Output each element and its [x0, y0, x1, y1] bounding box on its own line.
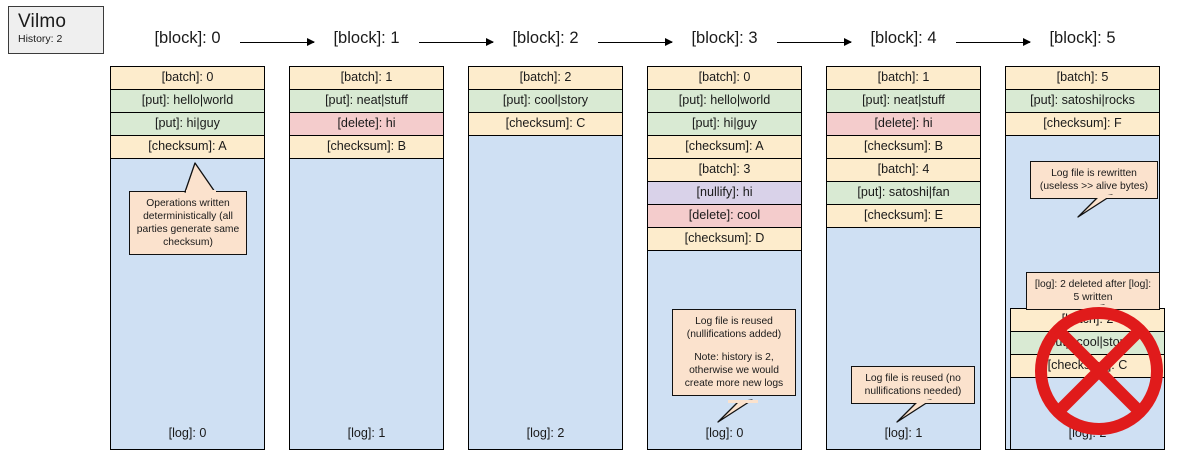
callout-block0: Operations written deterministically (al…	[129, 191, 247, 255]
callout-block4-line1: Log file is reused (no nullifications ne…	[864, 373, 962, 397]
callout-block3-line1: Log file is reused (nullifications added…	[686, 316, 782, 340]
block-header-2: [block]: 2	[512, 29, 579, 47]
block-3-row-6: [delete]: cool	[648, 205, 801, 228]
callout-block5-tail	[1077, 194, 1118, 218]
callout-deleted-tail	[1067, 304, 1112, 328]
deleted-row-1: [put]: cool|story	[1011, 332, 1164, 355]
block-3-row-7: [checksum]: D	[648, 228, 801, 251]
deleted-log-label: [log]: 2	[1068, 426, 1107, 440]
block-5-row-1: [put]: satoshi|rocks	[1006, 90, 1159, 113]
block-2-log-area: [log]: 2	[469, 136, 622, 448]
block-header-3: [block]: 3	[691, 29, 758, 47]
block-4-row-1: [put]: neat|stuff	[827, 90, 980, 113]
block-0-row-3: [checksum]: A	[111, 136, 264, 159]
block-header-0: [block]: 0	[154, 29, 221, 47]
block-0-row-2: [put]: hi|guy	[111, 113, 264, 136]
block-4-row-3: [checksum]: B	[827, 136, 980, 159]
deleted-row-2: [checksum]: C	[1011, 355, 1164, 378]
block-column-0: [batch]: 0[put]: hello|world[put]: hi|gu…	[110, 66, 265, 450]
block-3-row-1: [put]: hello|world	[648, 90, 801, 113]
block-5-row-0: [batch]: 5	[1006, 67, 1159, 90]
block-2-row-2: [checksum]: C	[469, 113, 622, 136]
callout-block0-line1: Operations written deterministically (al…	[136, 198, 240, 248]
callout-block3: Log file is reused (nullifications added…	[672, 309, 796, 396]
block-1-log-label: [log]: 1	[347, 426, 386, 440]
block-4-row-4: [batch]: 4	[827, 159, 980, 182]
callout-block0-tail	[184, 162, 216, 195]
callout-block4: Log file is reused (no nullifications ne…	[851, 366, 975, 404]
app-history-label: History: 2	[18, 33, 63, 45]
block-1-log-area: [log]: 1	[290, 159, 443, 448]
callout-block3-line2: Note: history is 2, otherwise we would c…	[684, 352, 784, 389]
block-2-log-label: [log]: 2	[526, 426, 565, 440]
block-3-row-5: [nullify]: hi	[648, 182, 801, 205]
block-4-log-area: [log]: 1	[827, 228, 980, 448]
block-1-row-1: [put]: neat|stuff	[290, 90, 443, 113]
block-4-log-label: [log]: 1	[884, 426, 923, 440]
block-4-row-0: [batch]: 1	[827, 67, 980, 90]
arrow-right-icon-0	[240, 38, 315, 47]
block-0-row-1: [put]: hello|world	[111, 90, 264, 113]
block-5-row-2: [checksum]: F	[1006, 113, 1159, 136]
block-3-row-0: [batch]: 0	[648, 67, 801, 90]
callout-deleted-line1: [log]: 2 deleted after [log]: 5 written	[1034, 279, 1152, 303]
block-column-1: [batch]: 1[put]: neat|stuff[delete]: hi[…	[289, 66, 444, 450]
block-0-log-label: [log]: 0	[168, 426, 207, 440]
block-2-row-0: [batch]: 2	[469, 67, 622, 90]
block-4-row-2: [delete]: hi	[827, 113, 980, 136]
app-name: Vilmo	[18, 11, 67, 32]
callout-block5: Log file is rewritten (useless >> alive …	[1030, 161, 1158, 199]
block-3-row-4: [batch]: 3	[648, 159, 801, 182]
block-header-1: [block]: 1	[333, 29, 400, 47]
arrow-right-icon-4	[956, 38, 1031, 47]
callout-block4-tail	[896, 399, 937, 423]
block-header-4: [block]: 4	[870, 29, 937, 47]
arrow-right-icon-3	[777, 38, 852, 47]
callout-block5-line1: Log file is rewritten (useless >> alive …	[1039, 168, 1149, 192]
block-0-row-0: [batch]: 0	[111, 67, 264, 90]
block-3-row-2: [put]: hi|guy	[648, 113, 801, 136]
block-column-2: [batch]: 2[put]: cool|story[checksum]: C…	[468, 66, 623, 450]
arrow-right-icon-1	[419, 38, 494, 47]
block-2-row-1: [put]: cool|story	[469, 90, 622, 113]
callout-block3-tail	[717, 399, 758, 423]
arrow-right-icon-2	[598, 38, 673, 47]
block-1-row-2: [delete]: hi	[290, 113, 443, 136]
deleted-log-area: [log]: 2	[1011, 378, 1164, 448]
block-4-row-5: [put]: satoshi|fan	[827, 182, 980, 205]
block-3-log-label: [log]: 0	[705, 426, 744, 440]
block-1-row-0: [batch]: 1	[290, 67, 443, 90]
block-3-row-3: [checksum]: A	[648, 136, 801, 159]
block-1-row-3: [checksum]: B	[290, 136, 443, 159]
block-header-5: [block]: 5	[1049, 29, 1116, 47]
app-title-badge: Vilmo History: 2	[8, 6, 104, 54]
block-4-row-6: [checksum]: E	[827, 205, 980, 228]
